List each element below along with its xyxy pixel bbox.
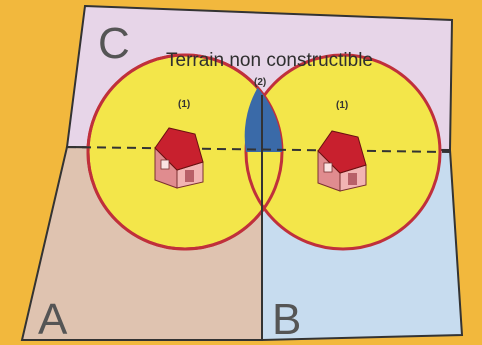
- right-circle-note: (1): [336, 100, 348, 111]
- horizontal-boundary: [66, 146, 451, 153]
- left-circle-note: (1): [178, 99, 190, 110]
- zone-b-label: B: [272, 295, 301, 344]
- overlap-note: (2): [254, 77, 266, 88]
- house-icon: [154, 127, 204, 189]
- house-icon: [317, 130, 367, 192]
- terrain-title: Terrain non constructible: [166, 50, 373, 71]
- zone-c-label: C: [98, 19, 130, 68]
- zone-a-label: A: [38, 295, 68, 344]
